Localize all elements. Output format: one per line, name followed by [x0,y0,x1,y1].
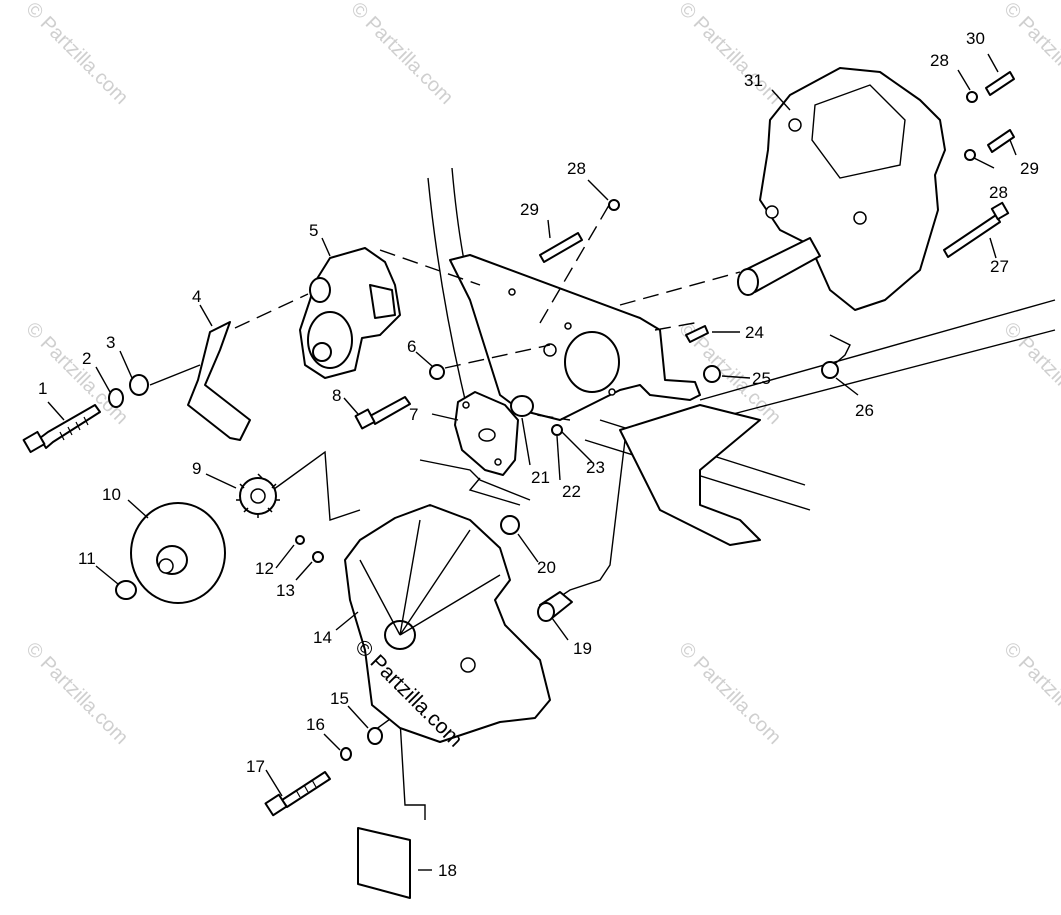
watermark: © Partzilla.com [21,638,132,749]
watermark: © Partzilla.com [999,638,1061,749]
part-10-pulley [130,502,226,604]
label-part-26: 26 [855,401,874,420]
part-30-bolt [985,71,1015,96]
label-part-27: 27 [990,257,1009,276]
part-28-washer [608,199,620,211]
part-3-washer [129,374,149,396]
label-part-11: 11 [78,549,96,568]
part-14-cover [344,504,551,743]
mounting-plate [449,254,701,421]
label-part-9: 9 [192,459,201,478]
label-part-20: 20 [537,558,556,577]
watermark: © Partzilla.com [999,318,1061,429]
part-20-nut [500,515,520,535]
part-labels: 1 2 3 4 5 6 7 8 9 10 11 12 13 14 15 16 1… [38,29,1039,880]
part-12-screw [295,535,305,545]
part-29-bolt [987,129,1015,153]
part-11-ring [115,580,137,600]
label-part-29: 29 [1020,159,1039,178]
label-part-21: 21 [531,468,550,487]
label-part-22: 22 [562,482,581,501]
label-part-23: 23 [586,458,605,477]
part-4-bracket [187,321,251,441]
watermark: © Partzilla.com [346,0,457,109]
part-26-nut [821,361,839,379]
watermark: © Partzilla.com [21,0,132,109]
label-part-1: 1 [38,379,47,398]
label-leaders [47,53,1017,871]
label-part-5: 5 [309,221,318,240]
label-part-25: 25 [752,369,771,388]
label-part-16: 16 [306,715,325,734]
part-21-seal [510,395,534,417]
watermark: © Partzilla.com [674,638,785,749]
part-6-nut [429,364,445,380]
part-15-washer [367,727,383,745]
label-part-30: 30 [966,29,985,48]
part-1-bolt [22,404,101,454]
part-31-gearbox [737,67,946,311]
part-27-bolt [943,201,1010,258]
label-part-28: 28 [989,183,1008,202]
part-9-sprocket [236,473,280,518]
part-24-bolt [685,325,709,343]
part-19-spacer [537,591,573,622]
label-part-13: 13 [276,581,295,600]
label-part-3: 3 [106,333,115,352]
part-13-washer [312,551,324,563]
label-part-2: 2 [82,349,91,368]
part-7-plate [454,391,519,476]
label-part-18: 18 [438,861,457,880]
watermark: © Partzilla.com [674,0,785,109]
label-part-19: 19 [573,639,592,658]
label-part-12: 12 [255,559,274,578]
label-part-31: 31 [744,71,763,90]
part-17-bolt [264,771,331,817]
label-part-4: 4 [192,287,201,306]
part-28-washer [964,149,976,161]
watermark: © Partzilla.com [21,318,132,429]
watermark: © Partzilla.com [999,0,1061,109]
part-29-bolt [539,232,583,263]
frame-rail [427,167,1056,546]
label-part-10: 10 [102,485,121,504]
label-part-14: 14 [313,628,332,647]
part-5-motor [299,247,401,379]
part-8-bolt [354,396,411,430]
part-22-bearing [551,424,563,436]
label-part-17: 17 [246,757,265,776]
part-2-washer [108,388,124,408]
label-part-24: 24 [745,323,764,342]
part-18-decal [357,827,411,899]
label-part-28: 28 [930,51,949,70]
part-16-washer [340,747,352,761]
label-part-28: 28 [567,159,586,178]
part-25-nut [703,365,721,383]
label-part-7: 7 [409,405,418,424]
label-part-29: 29 [520,200,539,219]
label-part-15: 15 [330,689,349,708]
part-28-washer [966,91,978,103]
label-part-6: 6 [407,337,416,356]
label-part-8: 8 [332,386,341,405]
